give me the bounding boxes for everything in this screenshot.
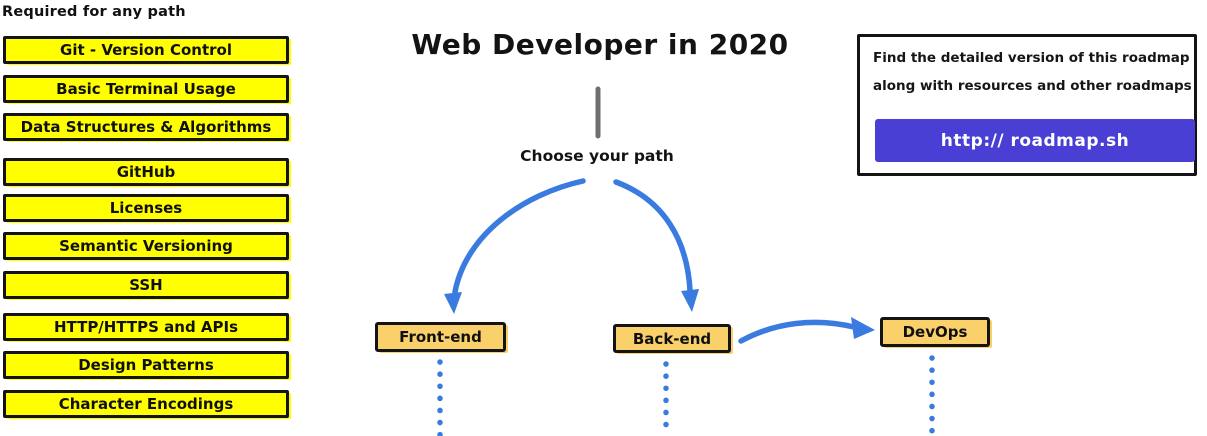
arrow-to-devops bbox=[738, 319, 857, 344]
choose-path-label: Choose your path bbox=[520, 147, 674, 165]
required-item-semver[interactable]: Semantic Versioning bbox=[3, 232, 289, 260]
node-backend[interactable]: Back-end bbox=[613, 324, 731, 353]
info-box-line1: Find the detailed version of this roadma… bbox=[873, 50, 1190, 66]
required-item-licenses[interactable]: Licenses bbox=[3, 194, 289, 222]
arrow-to-frontend bbox=[452, 178, 586, 295]
arrow-to-frontend-head bbox=[444, 292, 462, 314]
info-box: Find the detailed version of this roadma… bbox=[857, 34, 1197, 176]
required-section-title: Required for any path bbox=[2, 4, 186, 20]
required-item-character-encodings[interactable]: Character Encodings bbox=[3, 390, 289, 418]
node-frontend[interactable]: Front-end bbox=[375, 322, 506, 352]
required-item-terminal[interactable]: Basic Terminal Usage bbox=[3, 75, 289, 103]
arrow-to-backend bbox=[613, 179, 693, 293]
required-item-git[interactable]: Git - Version Control bbox=[3, 36, 289, 64]
info-box-line2: along with resources and other roadmaps bbox=[873, 78, 1192, 94]
arrow-to-devops-head bbox=[851, 317, 875, 339]
roadmap-url-button[interactable]: http:// roadmap.sh bbox=[875, 119, 1195, 162]
required-item-github[interactable]: GitHub bbox=[3, 158, 289, 186]
page-title: Web Developer in 2020 bbox=[411, 28, 789, 61]
required-item-http-apis[interactable]: HTTP/HTTPS and APIs bbox=[3, 313, 289, 341]
required-item-ssh[interactable]: SSH bbox=[3, 271, 289, 299]
required-item-design-patterns[interactable]: Design Patterns bbox=[3, 351, 289, 379]
arrow-to-backend-head bbox=[681, 289, 699, 312]
node-devops[interactable]: DevOps bbox=[880, 317, 990, 347]
required-item-data-structures[interactable]: Data Structures & Algorithms bbox=[3, 113, 289, 141]
